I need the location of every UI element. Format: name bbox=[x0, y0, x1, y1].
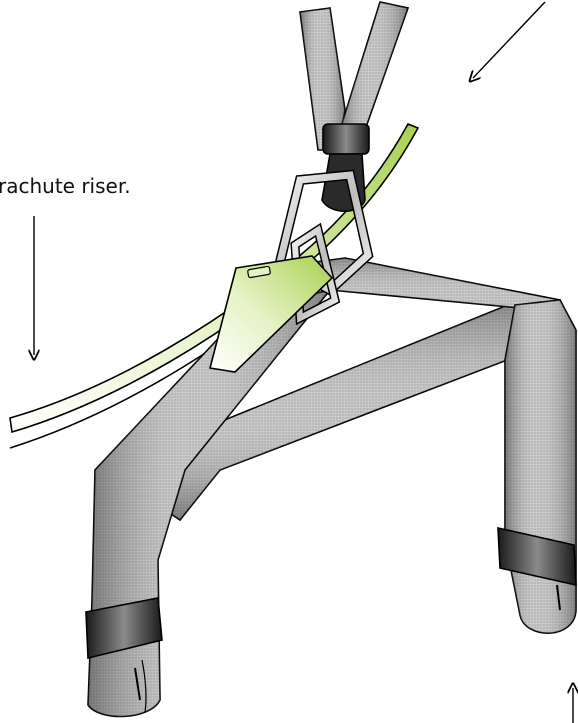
left-leg-strap bbox=[88, 290, 330, 716]
riser-label: rachute riser. bbox=[0, 174, 131, 198]
plastic-keeper bbox=[323, 124, 369, 154]
arrow-top-right bbox=[473, 2, 545, 78]
